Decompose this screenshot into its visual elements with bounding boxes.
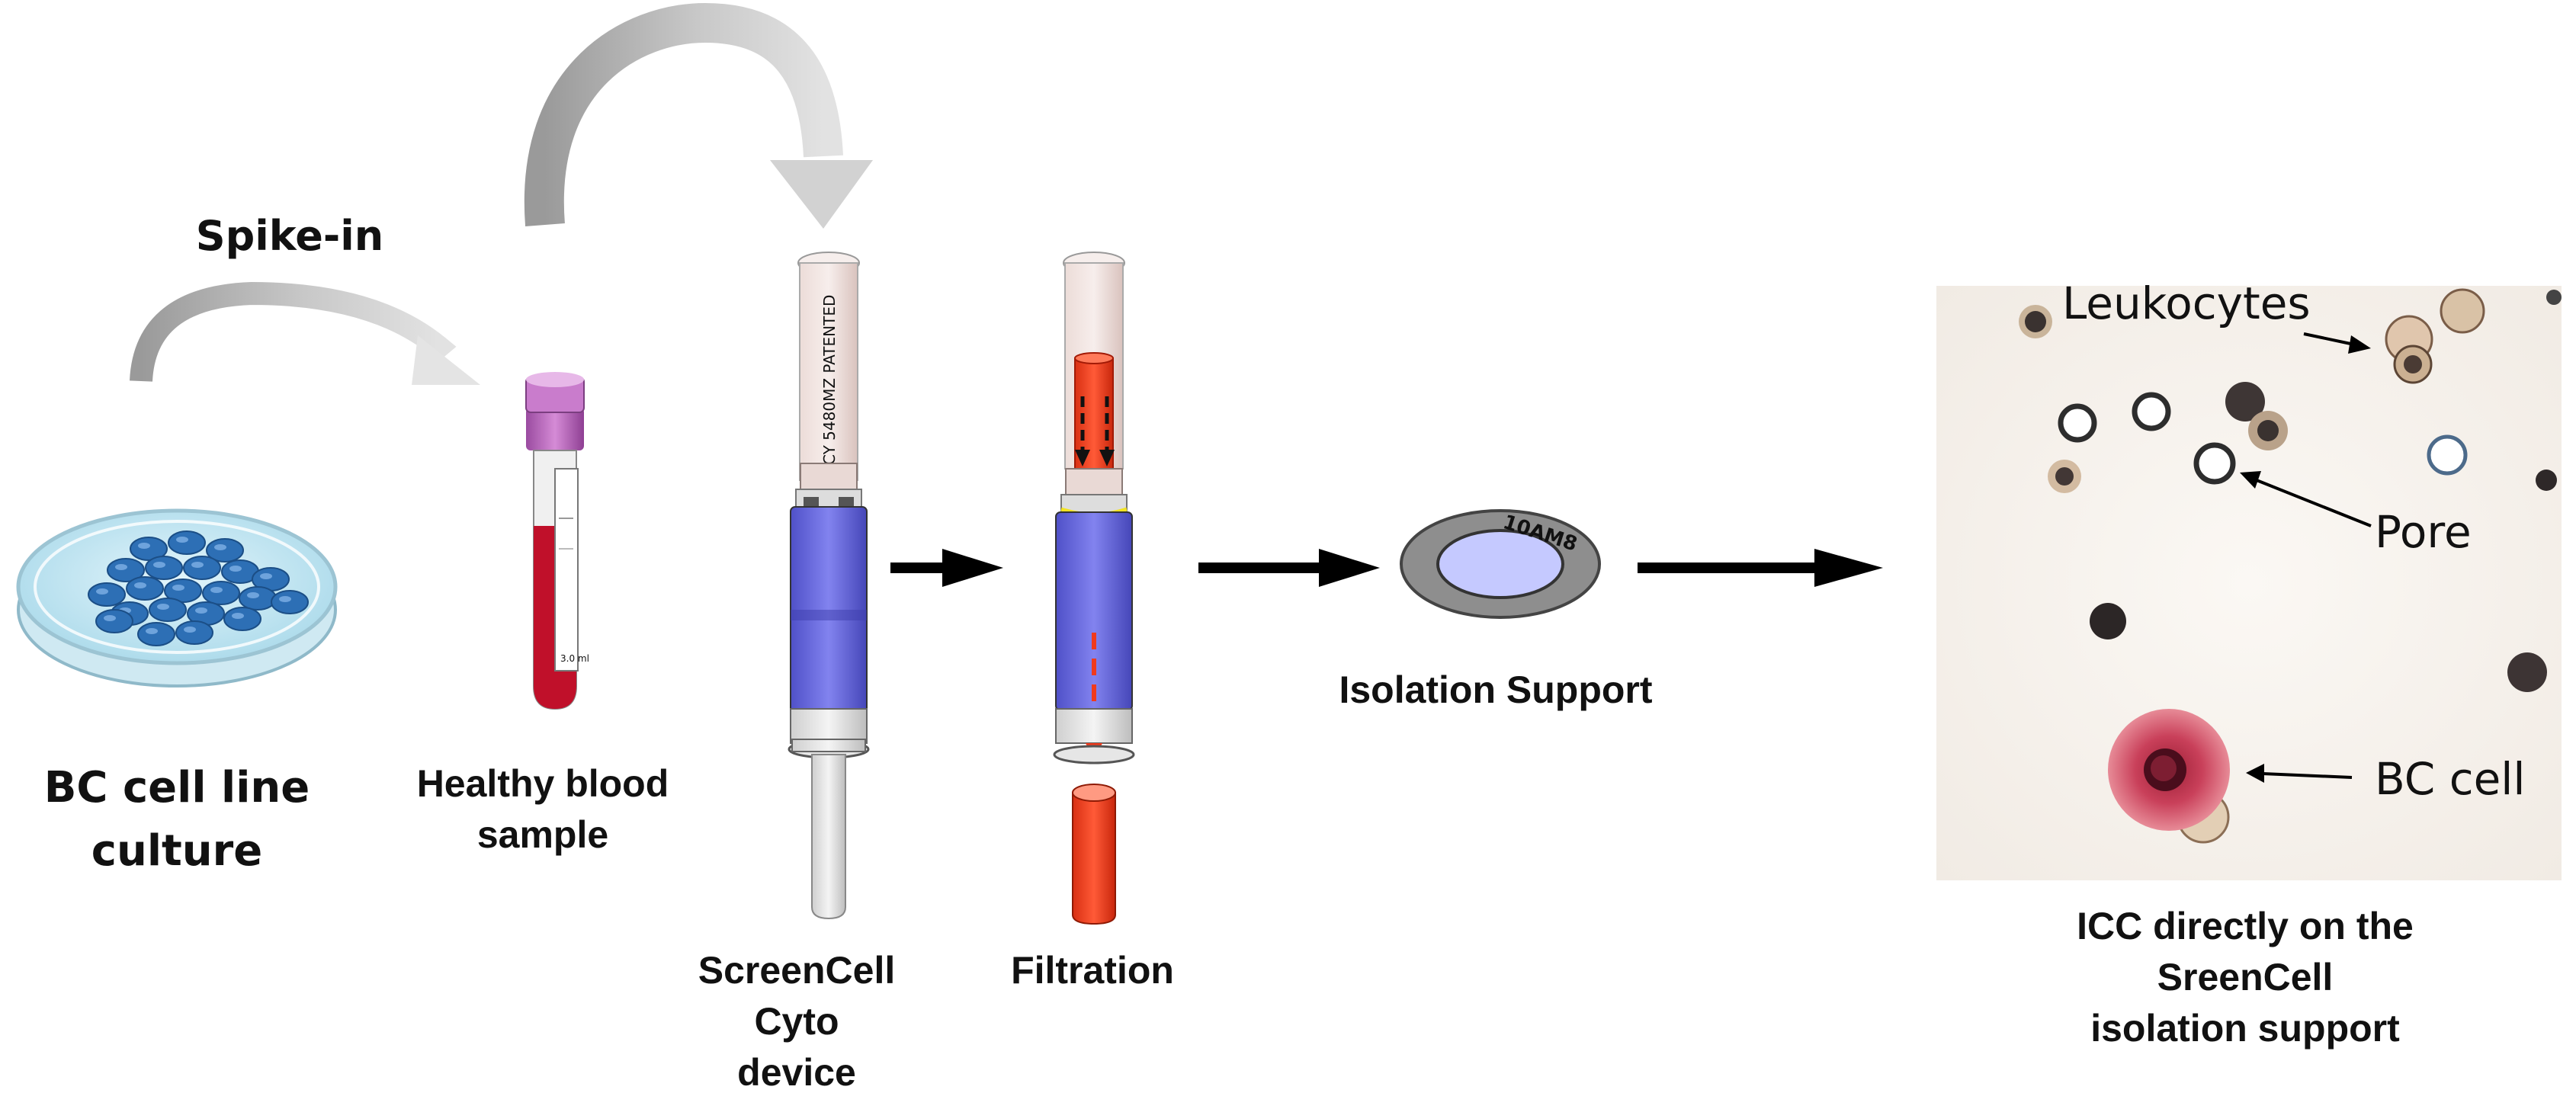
leukocytes-label: Leukocytes <box>2062 277 2311 329</box>
cell-colony <box>175 620 213 645</box>
leukocyte-cells <box>2019 288 2562 844</box>
cell-colony-highlight <box>115 564 127 570</box>
icc-label-line2: SreenCell <box>2157 956 2334 998</box>
cell-colony-highlight <box>210 587 223 593</box>
micrograph: Leukocytes Pore BC cell <box>1936 277 2562 880</box>
spike-in-label: Spike-in <box>196 212 384 260</box>
transfer-arrow <box>524 2 873 229</box>
isolation-support-icon: 10AM8 <box>1400 509 1601 619</box>
cell-colony <box>239 586 277 611</box>
arrow-to-support <box>1198 549 1380 587</box>
cell-colony <box>88 582 126 607</box>
arrow-to-filtration <box>890 549 1003 587</box>
bc-cell-pointer <box>2246 764 2353 783</box>
blood-label-line1: Healthy blood <box>417 762 669 805</box>
device-label-line1: ScreenCell <box>698 949 895 992</box>
device-label-line3: device <box>737 1051 856 1094</box>
cell-colony-highlight <box>247 592 259 598</box>
icc-label-line1: ICC directly on the <box>2077 905 2414 947</box>
screencell-device-icon: CY 5480MZ PATENTED <box>788 252 870 920</box>
cell-colony <box>107 558 145 582</box>
cell-colony <box>164 579 202 603</box>
cell-colony <box>95 609 133 633</box>
cell-colony <box>183 556 221 580</box>
bc-cell-label: BC cell <box>2375 753 2526 805</box>
cell-colony-highlight <box>134 582 146 588</box>
filtration-label: Filtration <box>1011 949 1174 992</box>
cell-colony-highlight <box>191 562 204 568</box>
bc-cell <box>2108 709 2230 831</box>
filtration-device-icon <box>1053 252 1135 925</box>
culture-label-line2: culture <box>91 826 263 876</box>
leukocytes-pointer <box>2303 332 2371 354</box>
cell-colony-highlight <box>260 573 272 579</box>
cell-colonies <box>88 530 309 646</box>
icc-label-line3: isolation support <box>2090 1007 2400 1050</box>
culture-label-line1: BC cell line <box>44 763 310 813</box>
cell-colony <box>137 622 175 646</box>
cell-colony-highlight <box>195 607 207 614</box>
cell-colony-highlight <box>146 628 158 634</box>
arrow-to-micrograph <box>1638 549 1883 587</box>
cell-colony-highlight <box>232 613 244 619</box>
cell-colony <box>206 538 244 563</box>
cell-colony-highlight <box>104 615 116 621</box>
device-label-line2: Cyto <box>754 1000 839 1043</box>
spike-in-arrow <box>130 281 480 385</box>
vial-volume-text: 3.0 ml <box>560 653 589 664</box>
cell-colony <box>223 607 261 631</box>
cell-colony-highlight <box>176 537 188 543</box>
isolation-support-label: Isolation Support <box>1339 668 1652 711</box>
cell-colony-highlight <box>214 544 226 550</box>
cell-colony-highlight <box>279 596 291 602</box>
petri-dish-icon <box>16 508 338 688</box>
cell-colony <box>130 537 168 561</box>
blood-label-line2: sample <box>477 813 608 856</box>
blood-vial-icon: 3.0 ml <box>525 372 589 710</box>
pore-pointer <box>2240 471 2372 527</box>
cell-colony <box>149 598 187 622</box>
cell-colony-highlight <box>229 566 242 572</box>
pore-label: Pore <box>2375 506 2472 558</box>
cell-colony-highlight <box>184 627 196 633</box>
cell-colony-highlight <box>138 543 150 549</box>
cell-colony-highlight <box>172 585 184 591</box>
cell-colony <box>202 581 240 605</box>
pore-circles <box>2058 392 2468 485</box>
cell-colony <box>271 590 309 614</box>
cell-colony <box>145 556 183 580</box>
cell-colony-highlight <box>157 604 169 610</box>
tube-print-text: CY 5480MZ PATENTED <box>820 295 839 465</box>
cell-colony <box>126 576 164 601</box>
cell-colony <box>168 530 206 555</box>
cell-colony-highlight <box>96 588 108 595</box>
cell-colony-highlight <box>153 562 165 568</box>
